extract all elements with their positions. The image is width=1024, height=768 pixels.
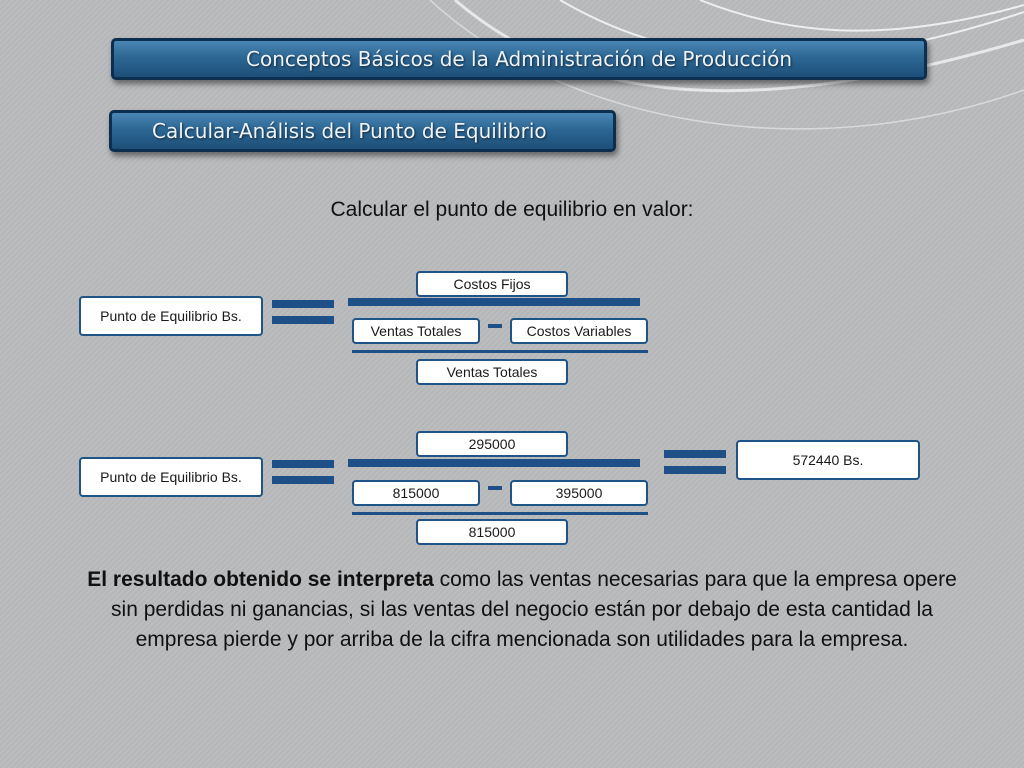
calc-equals-sign-top [272, 460, 334, 468]
formula-minus-sign [488, 324, 502, 328]
formula-equals-sign-top [272, 300, 334, 308]
conclusion-paragraph: El resultado obtenido se interpreta como… [72, 565, 972, 655]
formula-equals-sign-bottom [272, 316, 334, 324]
calc-result-value-box: 572440 Bs. [736, 440, 920, 480]
section-subtitle-banner: Calcular-Análisis del Punto de Equilibri… [109, 110, 616, 152]
formula-divisor-bar [352, 350, 648, 353]
formula-numerator-box: Costos Fijos [416, 271, 568, 297]
calc-equals-sign-bottom [272, 476, 334, 484]
calc-result-label-box: Punto de Equilibrio Bs. [79, 457, 263, 497]
calc-divisor-bar [352, 512, 648, 515]
formula-minuend-box: Ventas Totales [352, 318, 480, 344]
calc-minuend-box: 815000 [352, 480, 480, 506]
calc-result-equals-top [664, 450, 726, 458]
formula-result-label-box: Punto de Equilibrio Bs. [79, 296, 263, 336]
conclusion-text: como las ventas necesarias para que la e… [111, 568, 957, 651]
formula-divisor-box: Ventas Totales [416, 359, 568, 385]
calc-numerator-box: 295000 [416, 431, 568, 457]
calc-minus-sign [488, 486, 502, 490]
calc-fraction-bar [348, 459, 640, 467]
calc-result-equals-bottom [664, 466, 726, 474]
formula-subtrahend-box: Costos Variables [510, 318, 648, 344]
formula-fraction-bar [348, 298, 640, 306]
presentation-title-banner: Conceptos Básicos de la Administración d… [111, 38, 927, 80]
calc-divisor-box: 815000 [416, 519, 568, 545]
conclusion-bold-lead: El resultado obtenido se interpreta [87, 568, 434, 591]
calculation-heading: Calcular el punto de equilibrio en valor… [330, 198, 694, 221]
calc-subtrahend-box: 395000 [510, 480, 648, 506]
